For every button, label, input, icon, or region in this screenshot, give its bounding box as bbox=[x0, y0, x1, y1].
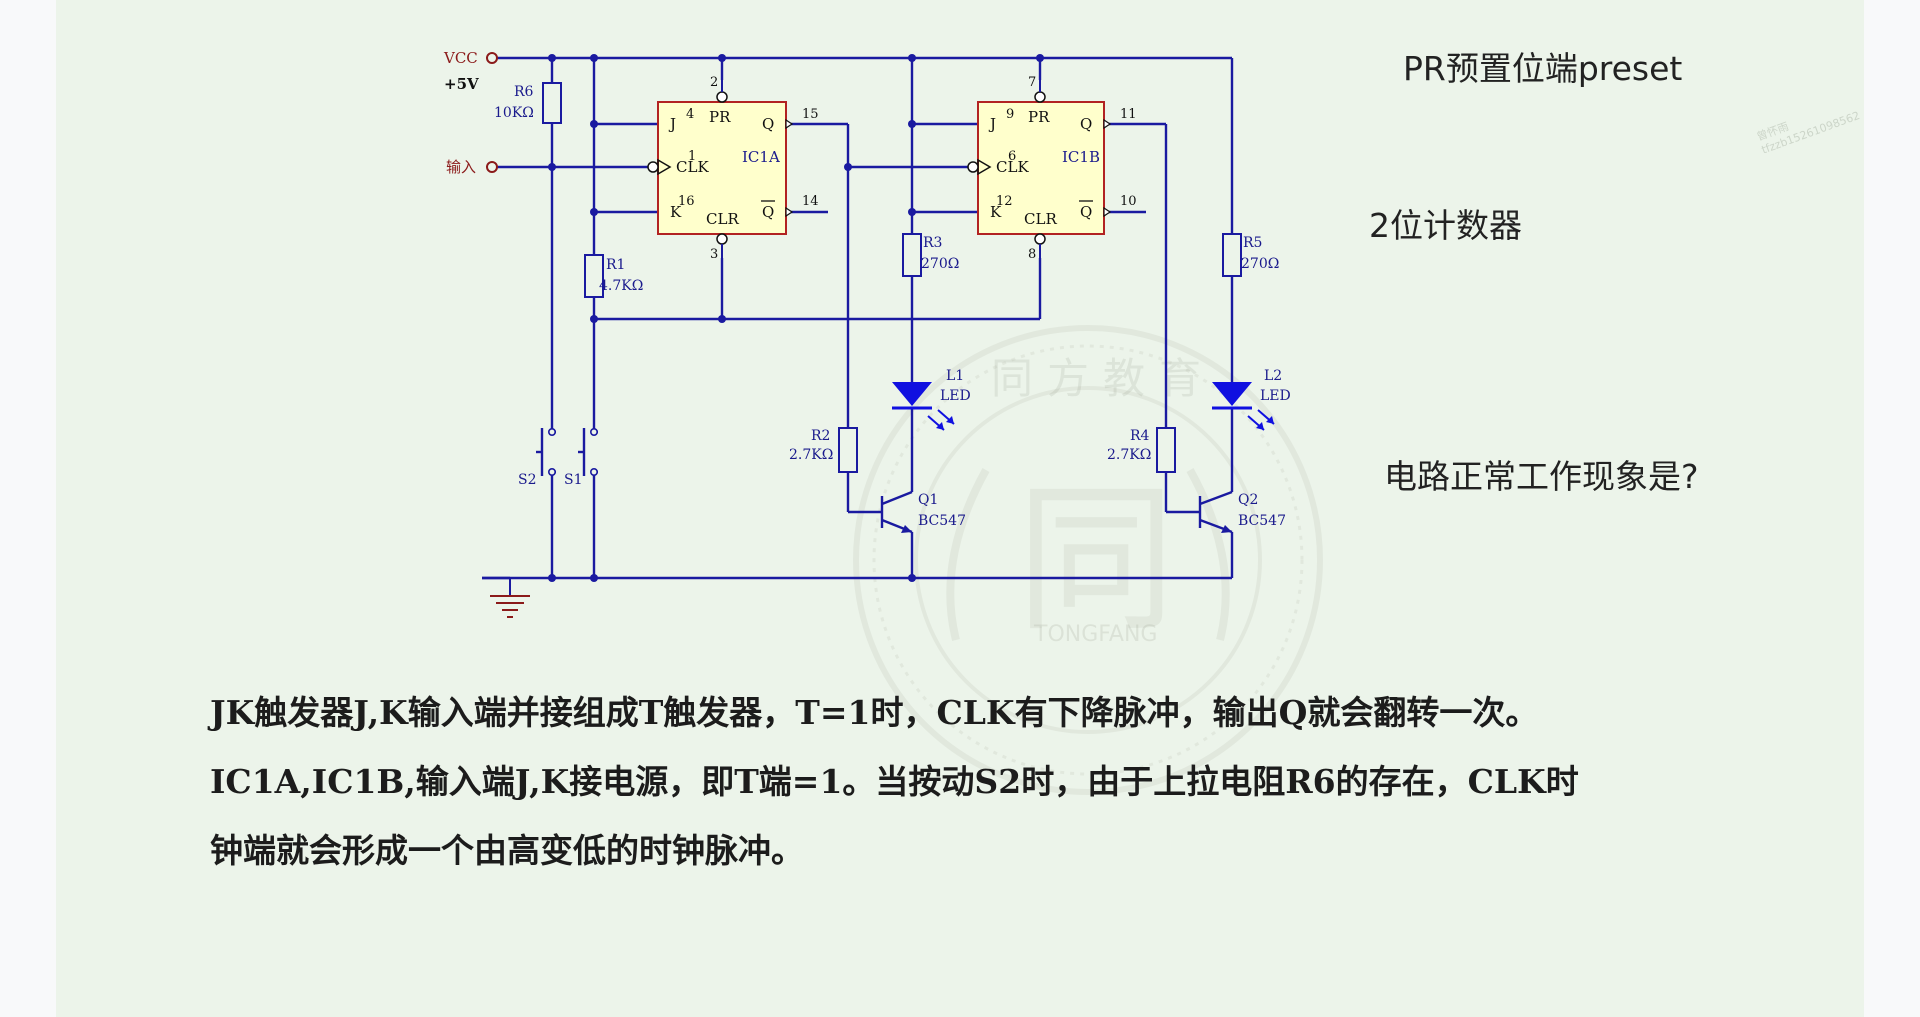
r3-label: R3 bbox=[923, 235, 942, 251]
svg-text:9: 9 bbox=[1006, 107, 1014, 122]
ic1b-label: IC1B bbox=[1062, 148, 1100, 166]
l2-type: LED bbox=[1260, 388, 1291, 404]
paragraph-line-2: IC1A,IC1B,输入端J,K接电源，即T端=1。当按动S2时，由于上拉电阻R… bbox=[210, 762, 1579, 801]
q1-type: BC547 bbox=[918, 513, 966, 529]
l1-led-icon bbox=[892, 382, 955, 431]
svg-text:Q: Q bbox=[762, 203, 774, 221]
l1-type: LED bbox=[940, 388, 971, 404]
svg-text:PR: PR bbox=[709, 108, 731, 126]
svg-text:8: 8 bbox=[1028, 247, 1036, 262]
q1-transistor-icon bbox=[880, 490, 913, 534]
s1-label: S1 bbox=[564, 472, 583, 488]
watermark-seal-char: 同 bbox=[1016, 466, 1177, 653]
slide: 同方教育 同 TONGFANG bbox=[56, 0, 1864, 1017]
vcc-label: VCC bbox=[443, 49, 478, 67]
note-counter: 2位计数器 bbox=[1369, 206, 1522, 245]
ground-icon bbox=[490, 578, 530, 618]
r2-value: 2.7KΩ bbox=[789, 447, 833, 463]
svg-text:7: 7 bbox=[1028, 75, 1036, 90]
svg-text:15: 15 bbox=[802, 107, 819, 122]
r6-value: 10KΩ bbox=[494, 105, 534, 121]
svg-text:3: 3 bbox=[710, 247, 718, 262]
r6-resistor bbox=[542, 82, 562, 124]
svg-text:K: K bbox=[670, 203, 682, 221]
q2-type: BC547 bbox=[1238, 513, 1286, 529]
r2-resistor bbox=[838, 427, 858, 473]
r4-label: R4 bbox=[1130, 428, 1150, 444]
r3-value: 270Ω bbox=[921, 256, 959, 272]
svg-text:Q: Q bbox=[1080, 115, 1092, 133]
svg-text:CLR: CLR bbox=[1024, 210, 1057, 228]
svg-text:Q: Q bbox=[1080, 203, 1092, 221]
svg-text:4: 4 bbox=[686, 107, 694, 122]
svg-text:1: 1 bbox=[688, 149, 696, 164]
l2-led-icon bbox=[1212, 382, 1275, 431]
svg-text:14: 14 bbox=[802, 194, 819, 209]
watermark-seal bbox=[853, 325, 1323, 795]
r3-resistor bbox=[902, 233, 922, 277]
r2-label: R2 bbox=[811, 428, 830, 444]
l1-label: L1 bbox=[946, 368, 964, 384]
r5-label: R5 bbox=[1243, 235, 1262, 251]
ic1b-chip bbox=[967, 80, 1112, 258]
svg-text:10: 10 bbox=[1120, 194, 1137, 209]
paragraph-line-1: JK触发器J,K输入端并接组成T触发器，T=1时，CLK有下降脉冲，输出Q就会翻… bbox=[210, 693, 1539, 732]
q1-label: Q1 bbox=[918, 492, 938, 508]
r4-value: 2.7KΩ bbox=[1107, 447, 1151, 463]
r5-resistor bbox=[1222, 233, 1242, 277]
svg-text:12: 12 bbox=[996, 194, 1013, 209]
r4-resistor bbox=[1156, 427, 1176, 473]
s2-label: S2 bbox=[518, 472, 537, 488]
svg-text:J: J bbox=[988, 115, 996, 133]
input-terminal bbox=[486, 161, 498, 173]
paragraph-line-3: 钟端就会形成一个由高变低的时钟脉冲。 bbox=[210, 831, 804, 870]
note-preset: PR预置位端preset bbox=[1403, 49, 1683, 88]
vcc-terminal bbox=[486, 52, 498, 64]
r6-label: R6 bbox=[514, 84, 534, 100]
ic1a-chip bbox=[647, 80, 794, 258]
circuit-diagram: VCC +5V 输入 R6 10KΩ R1 4.7KΩ R3 270Ω R5 2… bbox=[443, 49, 1291, 618]
ic1a-label: IC1A bbox=[742, 148, 780, 166]
svg-text:CLK: CLK bbox=[676, 158, 709, 176]
svg-text:PR: PR bbox=[1028, 108, 1050, 126]
r1-resistor bbox=[584, 254, 604, 298]
svg-text:16: 16 bbox=[678, 194, 695, 209]
note-question: 电路正常工作现象是? bbox=[1384, 457, 1699, 496]
q2-transistor-icon bbox=[1198, 490, 1233, 534]
svg-text:Q: Q bbox=[762, 115, 774, 133]
svg-text:K: K bbox=[990, 203, 1002, 221]
input-label: 输入 bbox=[446, 158, 476, 176]
svg-text:J: J bbox=[668, 115, 676, 133]
svg-text:CLR: CLR bbox=[706, 210, 739, 228]
l2-label: L2 bbox=[1264, 368, 1282, 384]
watermark-seal-bottom: TONGFANG bbox=[1034, 622, 1158, 647]
r1-value: 4.7KΩ bbox=[599, 278, 643, 294]
svg-text:11: 11 bbox=[1120, 107, 1137, 122]
r5-value: 270Ω bbox=[1241, 256, 1279, 272]
q2-label: Q2 bbox=[1238, 492, 1258, 508]
svg-text:CLK: CLK bbox=[996, 158, 1029, 176]
r1-label: R1 bbox=[606, 257, 625, 273]
plus5v-label: +5V bbox=[444, 75, 479, 93]
svg-text:6: 6 bbox=[1008, 149, 1016, 164]
svg-text:2: 2 bbox=[710, 75, 718, 90]
